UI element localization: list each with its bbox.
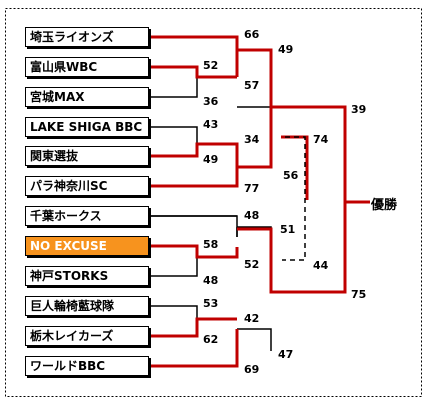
winner-path-saitama-sf	[237, 48, 273, 107]
team-name: ワールドBBC	[30, 359, 106, 373]
winner-path-kanagawa	[151, 107, 273, 188]
score-final-top: 39	[351, 103, 367, 116]
team-no-excuse: NO EXCUSE	[25, 236, 149, 256]
team-name: パラ神奈川SC	[30, 179, 108, 193]
team-saitama: 埼玉ライオンズ	[25, 27, 149, 47]
score-r1-excuse: 58	[203, 238, 219, 251]
winner-path-final-top	[271, 105, 347, 202]
team-toyama: 富山県WBC	[25, 57, 149, 77]
team-lake-shiga: LAKE SHIGA BBC	[25, 117, 149, 137]
team-kobe: 神戸STORKS	[25, 266, 149, 286]
team-tochigi: 栃木レイカーズ	[25, 326, 149, 346]
score-final-bottom: 75	[351, 288, 367, 301]
team-name: 関東選抜	[30, 149, 79, 163]
score-r1-shiga: 43	[203, 118, 219, 131]
team-name: NO EXCUSE	[30, 239, 107, 253]
score-r1-kyojin: 53	[203, 297, 219, 310]
score-r2-excuse: 52	[244, 258, 260, 271]
winner-path-excuse	[151, 244, 239, 259]
team-kanagawa: パラ神奈川SC	[25, 176, 149, 196]
score-r2-saitama: 66	[244, 28, 260, 41]
team-world: ワールドBBC	[25, 356, 149, 376]
winner-path-saitama	[151, 35, 239, 77]
team-miyagi: 宮城MAX	[25, 87, 149, 107]
winner-path-kanto	[151, 142, 239, 167]
team-chiba: 千葉ホークス	[25, 206, 149, 226]
score-third-mid: 56	[283, 169, 299, 182]
team-name: 神戸STORKS	[30, 269, 109, 283]
score-third-top: 74	[313, 133, 329, 146]
score-r1-kanto: 49	[203, 153, 219, 166]
score-r2-world: 69	[244, 363, 260, 376]
winner-path-world	[151, 329, 239, 368]
score-sf-top-a: 49	[278, 43, 294, 56]
score-third-bottom: 44	[313, 259, 329, 272]
team-name: LAKE SHIGA BBC	[30, 120, 143, 134]
score-r1-tochigi: 62	[203, 333, 219, 346]
score-sf-bottom-a: 51	[280, 223, 296, 236]
score-r2-toyama: 57	[244, 79, 260, 92]
score-r1-kobe: 48	[203, 274, 219, 287]
score-r2-chiba: 48	[244, 209, 260, 222]
winner-path-tochigi	[151, 317, 237, 338]
team-name: 巨人輪椅藍球隊	[30, 299, 115, 313]
score-r2-kanto: 34	[244, 133, 260, 146]
team-name: 栃木レイカーズ	[30, 329, 114, 343]
champion-label: 優勝	[371, 198, 398, 213]
score-r2-tochigi: 42	[244, 312, 260, 325]
score-r1-miyagi: 36	[203, 95, 219, 108]
team-kyojin: 巨人輪椅藍球隊	[25, 296, 149, 316]
winner-lines	[151, 35, 370, 368]
team-name: 埼玉ライオンズ	[30, 30, 114, 44]
score-sf-bottom-b: 47	[278, 348, 294, 361]
dashed-border	[5, 8, 422, 397]
third-place-dashed-line	[282, 136, 306, 261]
score-r2-kanagawa: 77	[244, 182, 260, 195]
score-r1-toyama: 52	[203, 59, 219, 72]
team-name: 宮城MAX	[30, 90, 85, 104]
team-kanto: 関東選抜	[25, 146, 149, 166]
winner-path-bottom-sf	[237, 202, 347, 294]
team-name: 富山県WBC	[30, 60, 98, 74]
team-name: 千葉ホークス	[30, 209, 102, 223]
winner-path-toyama	[151, 65, 237, 79]
